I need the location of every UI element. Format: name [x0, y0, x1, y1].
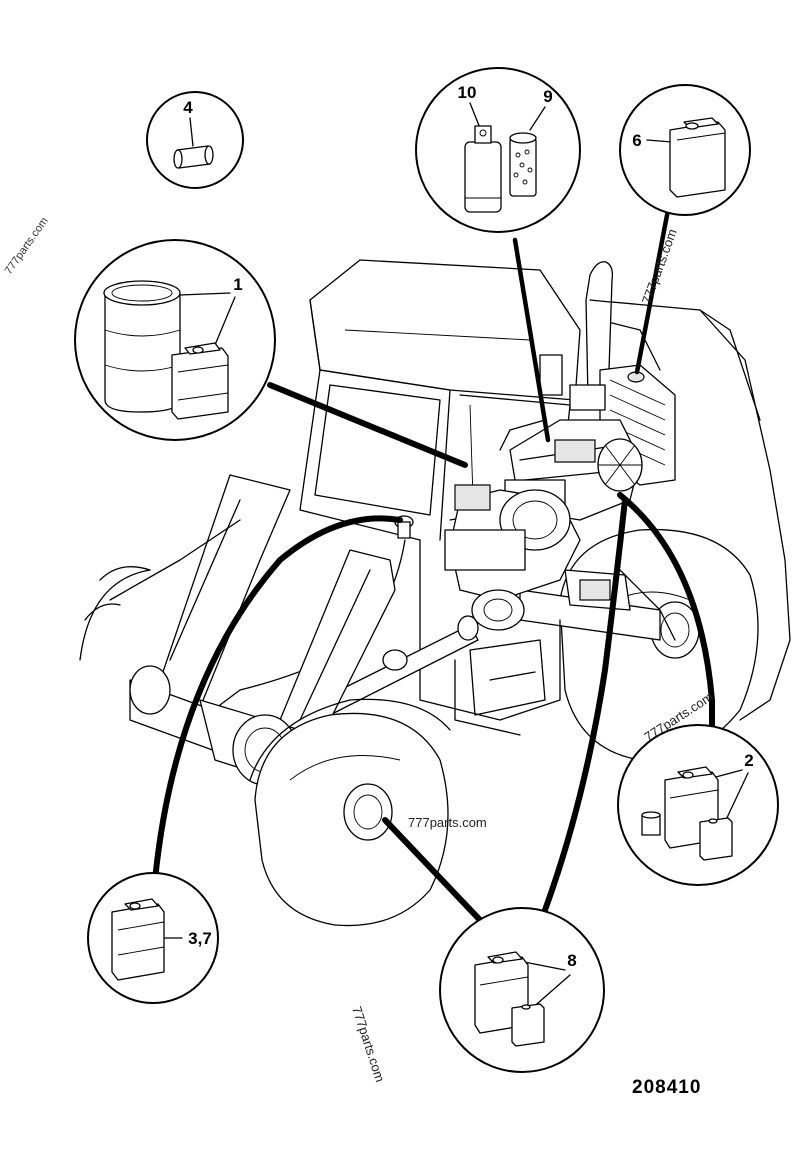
grease-tin-icon	[641, 811, 661, 836]
drive-shaft	[319, 615, 479, 716]
small-can-icon	[699, 817, 733, 861]
detail-circle-10-9: 10 9	[415, 67, 581, 233]
callout-3-7: 3,7	[188, 929, 212, 948]
watermark-center: 777parts.com	[408, 815, 487, 830]
callout-4: 4	[183, 98, 193, 117]
left-wheel	[79, 569, 151, 661]
callout-2: 2	[744, 751, 753, 770]
front-fender	[249, 698, 451, 781]
detail-circle-8: 8	[439, 907, 605, 1073]
callout-8: 8	[567, 951, 576, 970]
callout-6: 6	[632, 131, 641, 150]
container-3-7-icon	[111, 898, 165, 981]
callout-9: 9	[543, 87, 552, 106]
engine	[499, 354, 643, 521]
watermark-top-left: 777parts.com	[3, 215, 51, 276]
watermark-bottom: 777parts.com	[349, 1004, 388, 1084]
fuel-filter-icon	[509, 132, 537, 197]
detail-circle-2: 2	[617, 724, 779, 886]
chassis-frame	[419, 539, 561, 736]
oil-can-icon	[171, 342, 229, 420]
rear-body	[589, 299, 791, 721]
callout-1: 1	[233, 275, 242, 294]
callout-10: 10	[458, 83, 477, 102]
container-icon	[669, 117, 726, 198]
filter-element-icon	[173, 145, 214, 169]
drawing-number: 208410	[632, 1077, 701, 1098]
wheel-loader-illustration	[79, 259, 791, 927]
oil-drum-icon	[103, 280, 181, 413]
exhaust-stack	[585, 261, 614, 401]
detail-circle-3-7: 3,7	[87, 872, 219, 1004]
oil-filter-icon	[464, 125, 502, 213]
watermark-upper-right: 777parts.com	[639, 227, 680, 306]
detail-circle-1: 1	[74, 239, 276, 441]
detail-circle-4: 4	[146, 91, 244, 189]
small-can-8-icon	[511, 1003, 545, 1047]
leader-lines	[152, 207, 715, 923]
front-wheel	[254, 712, 449, 927]
transmission	[444, 484, 581, 631]
detail-circle-6: 6	[619, 84, 751, 216]
